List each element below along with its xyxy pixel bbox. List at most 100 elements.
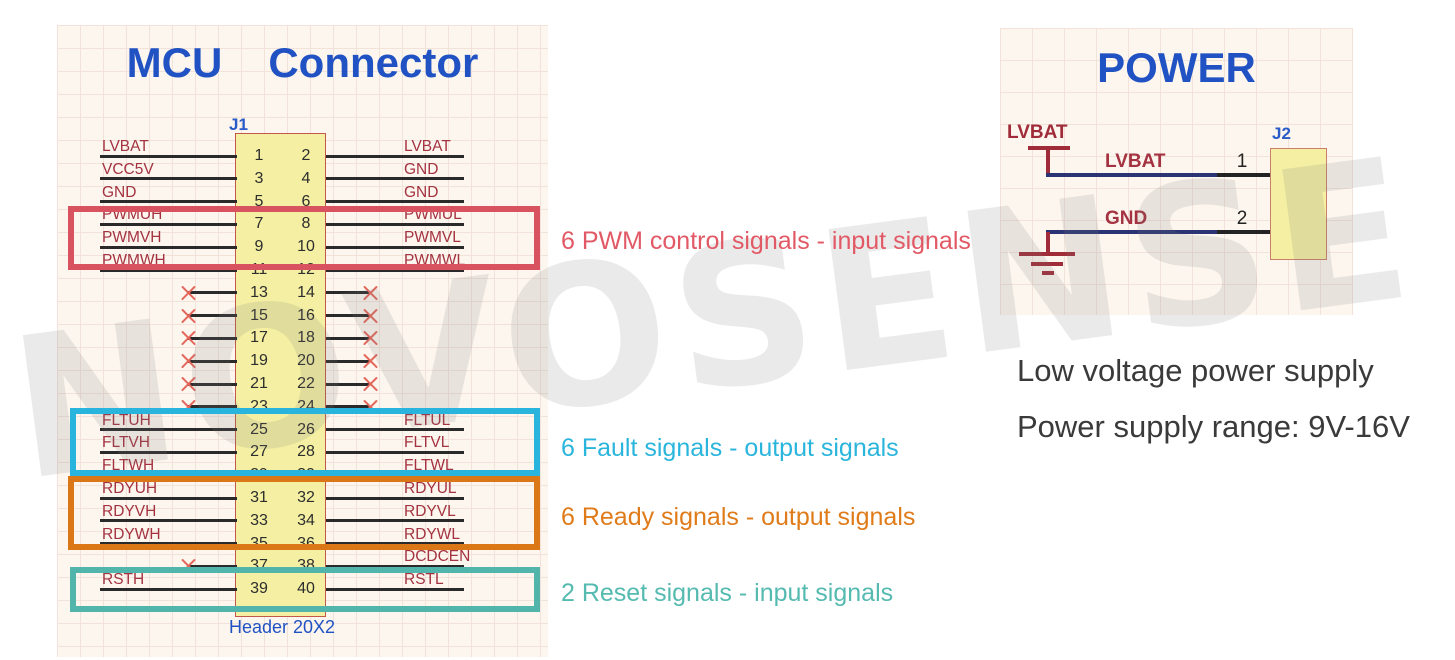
- pin-wire: [326, 268, 464, 272]
- pin-label: GND: [404, 160, 439, 178]
- lvbat-pin-stub: [1217, 173, 1272, 177]
- power-title-text: POWER: [1097, 44, 1256, 91]
- no-connect-x-icon: [180, 330, 197, 347]
- pin-number: 9: [254, 238, 264, 256]
- j2-pin1-number: 1: [1236, 151, 1248, 172]
- power-panel-title: POWER: [1000, 44, 1353, 92]
- reset-group-box: [70, 567, 540, 612]
- pin-number: 8: [301, 215, 311, 233]
- pin-wire: [326, 291, 370, 295]
- pin-number: 13: [250, 283, 268, 301]
- pin-wire: [326, 450, 464, 454]
- lvbat-rail-net-label: LVBAT: [1007, 122, 1068, 143]
- pin-wire: [188, 336, 237, 340]
- pin-label: FLTVH: [102, 434, 150, 452]
- pin-wire: [326, 359, 370, 363]
- pwm-annotation: 6 PWM control signals - input signals: [561, 227, 971, 255]
- pin-label: RDYWH: [102, 525, 161, 543]
- pin-number: 18: [297, 329, 315, 347]
- j2-refdes-label: J2: [1272, 124, 1291, 143]
- pin-number: 4: [301, 169, 311, 187]
- pin-wire: [100, 428, 237, 432]
- pin-wire: [188, 291, 237, 295]
- power-note-line1: Low voltage power supply: [1017, 353, 1374, 388]
- pin-wire: [326, 382, 370, 386]
- pin-number: 7: [254, 215, 264, 233]
- pin-wire: [326, 245, 464, 249]
- no-connect-x-icon: [362, 330, 379, 347]
- pin-number: 16: [297, 306, 315, 324]
- reset-annotation: 2 Reset signals - input signals: [561, 579, 894, 607]
- pin-wire: [100, 519, 237, 523]
- pin-wire: [326, 336, 370, 340]
- pin-label: RDYVL: [404, 502, 456, 520]
- mcu-panel-title: MCU Connector: [57, 39, 548, 87]
- pin-number: 34: [297, 511, 315, 529]
- pin-wire: [326, 496, 464, 500]
- pin-number: 32: [297, 489, 315, 506]
- power-notes: Low voltage power supply Power supply ra…: [1017, 343, 1410, 455]
- no-connect-x-icon: [362, 353, 379, 370]
- lvbat-power-rail-icon: [1028, 146, 1070, 150]
- lvbat-wire-label: LVBAT: [1105, 151, 1166, 172]
- pin-wire: [100, 222, 237, 226]
- j2-connector-body: [1270, 148, 1327, 260]
- pin-number: 14: [297, 283, 315, 301]
- pin-wire: [326, 222, 464, 226]
- pin-number: 26: [297, 420, 315, 438]
- lvbat-wire: [1046, 173, 1217, 177]
- pin-label: GND: [404, 183, 439, 201]
- pin-number: 21: [250, 375, 268, 392]
- pin-wire: [100, 587, 237, 591]
- no-connect-x-icon: [180, 376, 197, 393]
- pin-label: FLTVL: [404, 434, 450, 452]
- pin-number: 39: [250, 580, 268, 598]
- pin-wire: [188, 314, 237, 318]
- pin-wire: [326, 177, 464, 181]
- mcu-title-word2: Connector: [268, 39, 479, 86]
- ground-symbol-bar2: [1031, 262, 1063, 266]
- pin-label: FLTWH: [102, 457, 155, 475]
- j2-pin2-number: 2: [1236, 208, 1248, 229]
- pin-number: 6: [301, 192, 311, 210]
- j1-connector-body: [235, 133, 326, 617]
- no-connect-x-icon: [362, 307, 379, 324]
- pin-label: PWMVL: [404, 229, 461, 247]
- pin-wire: [326, 428, 464, 432]
- pin-wire: [100, 200, 237, 204]
- j1-footprint-label: Header 20X2: [228, 617, 336, 637]
- no-connect-x-icon: [362, 376, 379, 393]
- gnd-wire: [1046, 230, 1217, 234]
- no-connect-x-icon: [180, 353, 197, 370]
- pin-wire: [326, 564, 464, 568]
- pin-label: LVBAT: [102, 138, 149, 155]
- pin-wire: [326, 200, 464, 204]
- pin-label: RDYVH: [102, 502, 157, 520]
- pin-wire: [326, 542, 464, 546]
- pin-label: RSTH: [102, 571, 145, 589]
- j1-refdes-label: J1: [229, 115, 248, 134]
- pin-label: RSTL: [404, 571, 444, 589]
- gnd-wire-label: GND: [1105, 208, 1148, 229]
- ground-symbol-stem: [1046, 232, 1050, 254]
- pin-wire: [100, 154, 237, 158]
- pin-number: 19: [250, 352, 268, 370]
- pin-number: 15: [250, 306, 268, 324]
- pin-wire: [188, 564, 237, 568]
- pin-label: RDYWL: [404, 525, 460, 543]
- pin-wire: [100, 268, 237, 272]
- pin-label: PWMVH: [102, 229, 162, 247]
- pin-label: VCC5V: [102, 160, 154, 178]
- ready-group-box: [68, 476, 540, 550]
- pin-number: 10: [297, 238, 315, 256]
- pin-number: 2: [301, 147, 311, 164]
- pin-label: FLTUL: [404, 411, 451, 429]
- pin-wire: [188, 382, 237, 386]
- power-note-line2: Power supply range: 9V-16V: [1017, 409, 1410, 444]
- pin-number: 40: [297, 580, 315, 598]
- mcu-title-word1: MCU: [126, 39, 223, 86]
- no-connect-x-icon: [180, 307, 197, 324]
- ground-symbol-bar3: [1042, 271, 1054, 275]
